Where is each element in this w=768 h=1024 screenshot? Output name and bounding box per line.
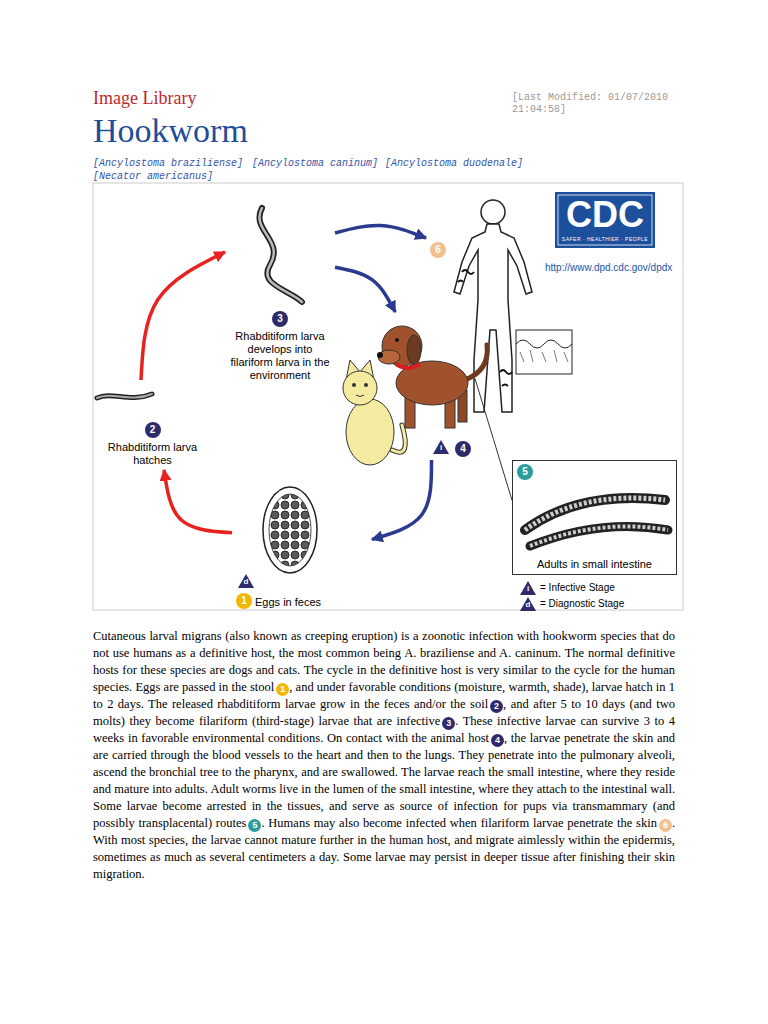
adult-worms — [530, 526, 668, 546]
adult-worms — [530, 526, 668, 546]
stage-eggs: 1Eggs in feces — [232, 480, 372, 612]
cycle-arrow — [335, 267, 395, 312]
human-host: 6 — [426, 192, 551, 307]
legend-row: = Infective Stage — [540, 580, 624, 596]
stage-label: Rhabditiform larva develops into filarif… — [229, 330, 331, 382]
callout-number: 6 — [659, 819, 672, 832]
cycle-arrow — [335, 225, 426, 238]
paragraph-text: , the larvae penetrate the skin and are … — [93, 731, 675, 830]
paragraph-text: . Humans may also become infected when f… — [261, 816, 656, 830]
callout-number: 2 — [145, 422, 161, 438]
cycle-arrow — [164, 470, 232, 533]
callout-number: 6 — [430, 242, 446, 258]
cycle-arrow — [141, 252, 225, 380]
stage-letter: d — [520, 600, 536, 610]
cycle-arrow — [372, 460, 432, 539]
stage-hatch: 2Rhabditiform larva hatches — [95, 380, 210, 470]
cat — [352, 383, 356, 387]
library-heading: Image Library — [93, 88, 393, 109]
human-figure — [500, 370, 512, 386]
stage-triangle — [238, 440, 536, 611]
stage-letter: i — [433, 443, 449, 453]
egg — [263, 487, 317, 573]
animal-host: 4 — [330, 312, 475, 460]
stage-letter: i — [520, 584, 536, 594]
egg — [263, 487, 317, 573]
skin-section — [516, 330, 572, 374]
species-link: [Ancylostoma caninum] — [252, 158, 378, 169]
stage-triangle — [520, 597, 536, 611]
dog — [396, 364, 420, 368]
page-title: Hookworm — [93, 112, 248, 150]
filariform-larva — [259, 208, 302, 302]
callout-number: 4 — [491, 734, 504, 747]
logo-tagline: SAFER · HEALTHIER · PEOPLE — [556, 236, 654, 242]
callout-number: 3 — [442, 717, 455, 730]
cat — [346, 399, 394, 465]
cat — [343, 371, 377, 405]
callout-number: 5 — [248, 819, 261, 832]
cdc-logo — [555, 192, 655, 248]
filariform-larva — [259, 208, 302, 302]
species-link: [Ancylostoma duodenale] — [385, 158, 523, 169]
stage-triangle — [238, 574, 254, 588]
skin-section — [516, 340, 572, 348]
callout-number: 2 — [490, 700, 503, 713]
rhabditiform-larva — [97, 394, 152, 398]
callout-number: 4 — [455, 441, 471, 457]
url: http://www.dpd.cdc.gov/dpdx — [545, 262, 672, 273]
logo-text: CDC — [556, 195, 654, 235]
species-link: [Necator americanus] — [93, 171, 213, 182]
stage-label: Eggs in feces — [255, 596, 321, 609]
dog — [407, 335, 421, 365]
callout-number: 1 — [236, 593, 252, 609]
diagram-panel — [93, 183, 683, 610]
filariform-larva — [259, 208, 302, 302]
stage-triangle — [520, 581, 536, 595]
egg — [269, 494, 311, 566]
adults-box: 5Adults in small intestine — [512, 460, 677, 575]
callout-number: 5 — [517, 464, 533, 480]
cdc-logo — [555, 192, 655, 248]
skin-section — [516, 330, 572, 374]
leader-line — [475, 379, 512, 501]
legend: = Infective Stage = Diagnostic Stage — [540, 580, 624, 612]
human-figure — [481, 200, 505, 224]
adult-worms — [525, 498, 668, 546]
legend-text: = Diagnostic Stage — [540, 598, 624, 609]
callout-number: 1 — [276, 683, 289, 696]
dog — [377, 326, 487, 428]
modified-date: [Last Modified: 01/07/2010 21:04:58] — [512, 92, 682, 116]
skin-section — [520, 350, 568, 362]
dog — [378, 350, 400, 364]
stage-triangle — [433, 440, 449, 454]
cat — [364, 383, 368, 387]
legend-row: = Diagnostic Stage — [540, 596, 624, 612]
cat — [343, 360, 405, 465]
human-figure — [458, 270, 474, 282]
stage-letter: d — [238, 577, 254, 587]
stage-label: Rhabditiform larva hatches — [99, 441, 206, 467]
dog — [377, 352, 383, 358]
dog — [465, 345, 487, 380]
cat — [356, 395, 364, 397]
stage-label: Adults in small intestine — [517, 558, 672, 571]
rhabditiform-larva — [97, 394, 152, 398]
rhabditiform-larva — [97, 394, 152, 398]
legend-text: = Infective Stage — [540, 582, 615, 593]
stage-filariform: 3Rhabditiform larva develops into filari… — [225, 195, 335, 385]
description-text: Cutaneous larval migrans (also known as … — [93, 628, 675, 883]
dog — [395, 338, 399, 342]
dog — [396, 361, 468, 405]
species-link: [Ancylostoma braziliense] — [93, 158, 243, 169]
callout-number: 3 — [272, 311, 288, 327]
